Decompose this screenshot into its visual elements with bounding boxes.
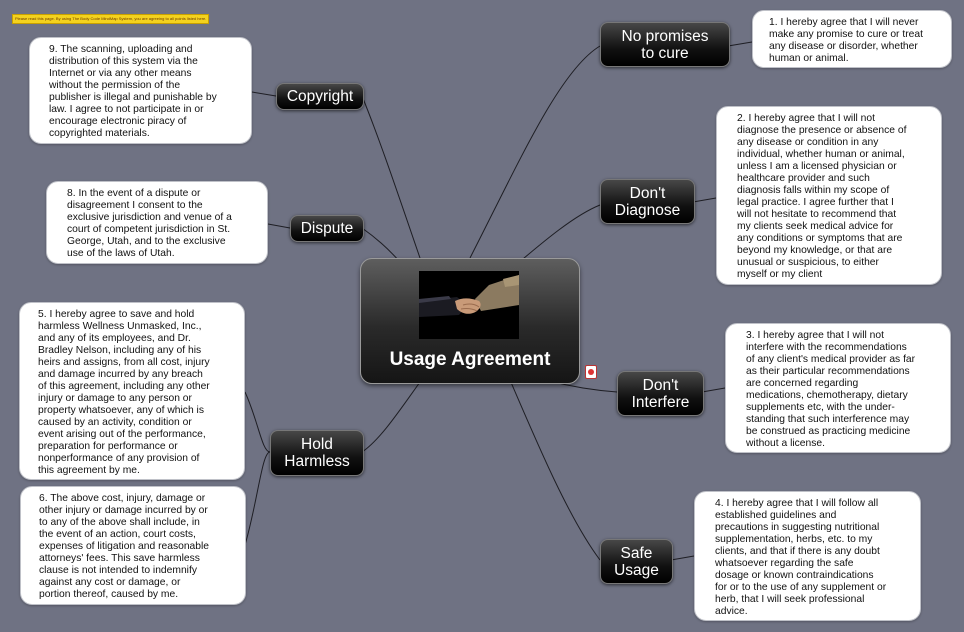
note-dont-interfere[interactable]: 3. I hereby agree that I will not interf…	[725, 323, 951, 453]
note-copyright[interactable]: 9. The scanning, uploading and distribut…	[29, 37, 252, 144]
topic-dont-interfere[interactable]: Don't Interfere	[617, 371, 704, 416]
topic-label: Hold Harmless	[284, 436, 350, 470]
note-hold-harmless-5[interactable]: 5. I hereby agree to save and hold harml…	[19, 302, 245, 480]
central-topic-title: Usage Agreement	[389, 349, 551, 370]
topic-dont-diagnose[interactable]: Don't Diagnose	[600, 179, 695, 224]
note-dont-diagnose[interactable]: 2. I hereby agree that I will not diagno…	[716, 106, 942, 285]
topic-label: No promises to cure	[621, 27, 709, 62]
topic-label: Don't Interfere	[631, 376, 690, 411]
topic-safe-usage[interactable]: Safe Usage	[600, 539, 673, 584]
handshake-image	[419, 271, 519, 339]
topic-label: Dispute	[300, 220, 354, 237]
topic-label: Safe Usage	[614, 544, 659, 579]
topic-hold-harmless[interactable]: Hold Harmless	[270, 430, 364, 476]
topic-copyright[interactable]: Copyright	[276, 83, 364, 110]
note-dispute[interactable]: 8. In the event of a dispute or disagree…	[46, 181, 268, 264]
note-hold-harmless-6[interactable]: 6. The above cost, injury, damage or oth…	[20, 486, 246, 605]
note-no-promises[interactable]: 1. I hereby agree that I will never make…	[752, 10, 952, 68]
topic-dispute[interactable]: Dispute	[290, 215, 364, 242]
note-safe-usage[interactable]: 4. I hereby agree that I will follow all…	[694, 491, 921, 621]
topic-label: Don't Diagnose	[614, 184, 681, 219]
topic-no-promises[interactable]: No promises to cure	[600, 22, 730, 67]
pdf-file-icon[interactable]	[585, 365, 597, 379]
banner-notice: Please read this page. By using The Body…	[12, 14, 210, 24]
topic-label: Copyright	[286, 88, 354, 105]
central-topic[interactable]: Usage Agreement	[360, 258, 580, 384]
